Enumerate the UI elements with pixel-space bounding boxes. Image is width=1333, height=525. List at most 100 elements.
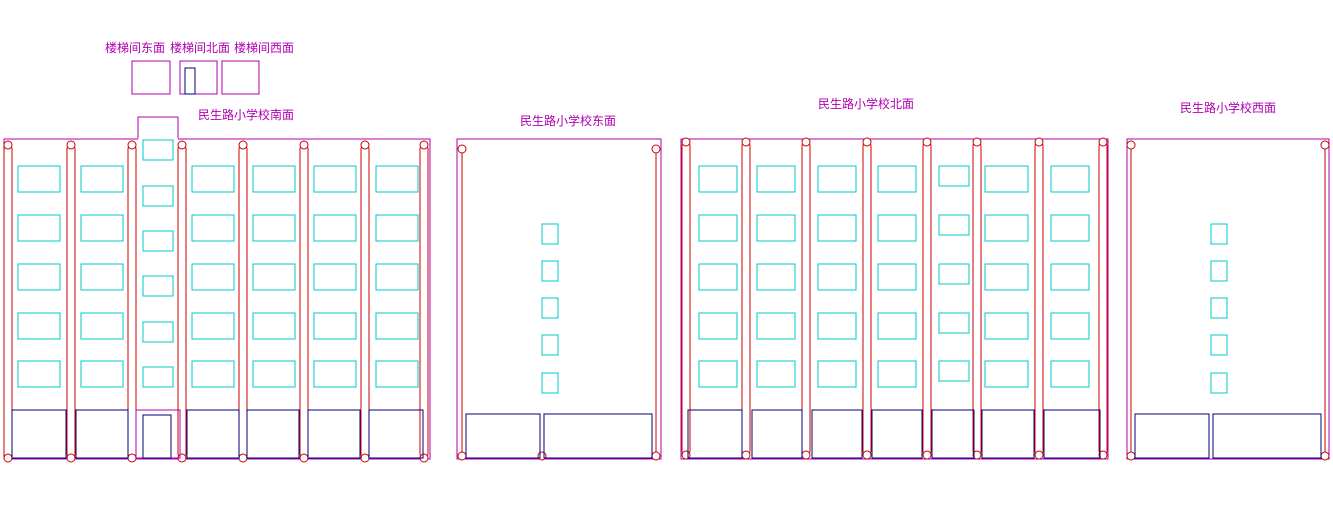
window [191,214,235,242]
window [17,360,61,388]
column [801,141,811,456]
stair-window [142,230,174,252]
window [756,360,796,388]
east-windows [541,223,559,394]
column-base [299,453,309,463]
column-cap [238,140,248,150]
column [299,144,309,459]
column [360,144,370,459]
window [817,312,857,340]
south-outline [3,138,431,460]
window [252,312,296,340]
column-base [360,453,370,463]
column-cap [681,137,691,147]
north-elevation [680,137,1109,460]
window [17,263,61,291]
column [127,144,137,459]
column-cap [862,137,872,147]
window [756,214,796,242]
column-cap [922,137,932,147]
window [375,312,419,340]
column-cap [801,137,811,147]
column-cap [177,140,187,150]
window [80,214,124,242]
window [756,165,796,193]
column-cap [360,140,370,150]
window [375,165,419,193]
column [66,144,76,459]
column-cap [1098,137,1108,147]
column-cap [66,140,76,150]
window [252,214,296,242]
column-base [238,453,248,463]
window [817,263,857,291]
south-ground-floor [11,409,424,459]
window [252,360,296,388]
south-elevation [3,116,431,463]
north-columns [681,137,1108,460]
stair-tower-top [137,116,179,140]
stair-east-view [131,60,171,95]
window [1210,297,1228,319]
stair-west-view [221,60,260,95]
column-base [1098,450,1108,460]
window [17,214,61,242]
west-outline [1126,138,1330,460]
column-base [66,453,76,463]
window [375,263,419,291]
window [984,165,1029,193]
column-cap [3,140,13,150]
window [375,214,419,242]
column-base [127,453,137,463]
window [877,312,917,340]
window [80,312,124,340]
north-outline [680,138,1109,460]
north-windows [698,165,1090,388]
window [984,360,1029,388]
window [541,260,559,282]
window [698,214,738,242]
window [1050,360,1090,388]
column-cap [741,137,751,147]
column [238,144,248,459]
window [1050,312,1090,340]
window [191,165,235,193]
window [80,263,124,291]
stair-window [142,366,174,388]
west-elevation [1126,138,1330,461]
window [756,263,796,291]
window [698,312,738,340]
window [375,360,419,388]
stair-window [142,275,174,297]
column-base [862,450,872,460]
window [938,263,970,285]
east-outline [456,138,662,460]
window [877,165,917,193]
window [817,360,857,388]
window [877,214,917,242]
south-windows [17,165,419,388]
window [80,165,124,193]
window [1050,263,1090,291]
column-base [741,450,751,460]
stair-window [142,139,174,161]
stair-window [142,185,174,207]
window [698,360,738,388]
column [741,141,751,456]
window [313,312,357,340]
column [922,141,932,456]
column-base [801,450,811,460]
window [938,214,970,236]
window [938,360,970,382]
south-stair-windows [142,139,174,388]
column [1034,141,1044,456]
label-stair-east: 楼梯间东面 [105,40,165,55]
window [877,263,917,291]
window [984,263,1029,291]
window [252,263,296,291]
window [1050,165,1090,193]
window [877,360,917,388]
window [817,165,857,193]
